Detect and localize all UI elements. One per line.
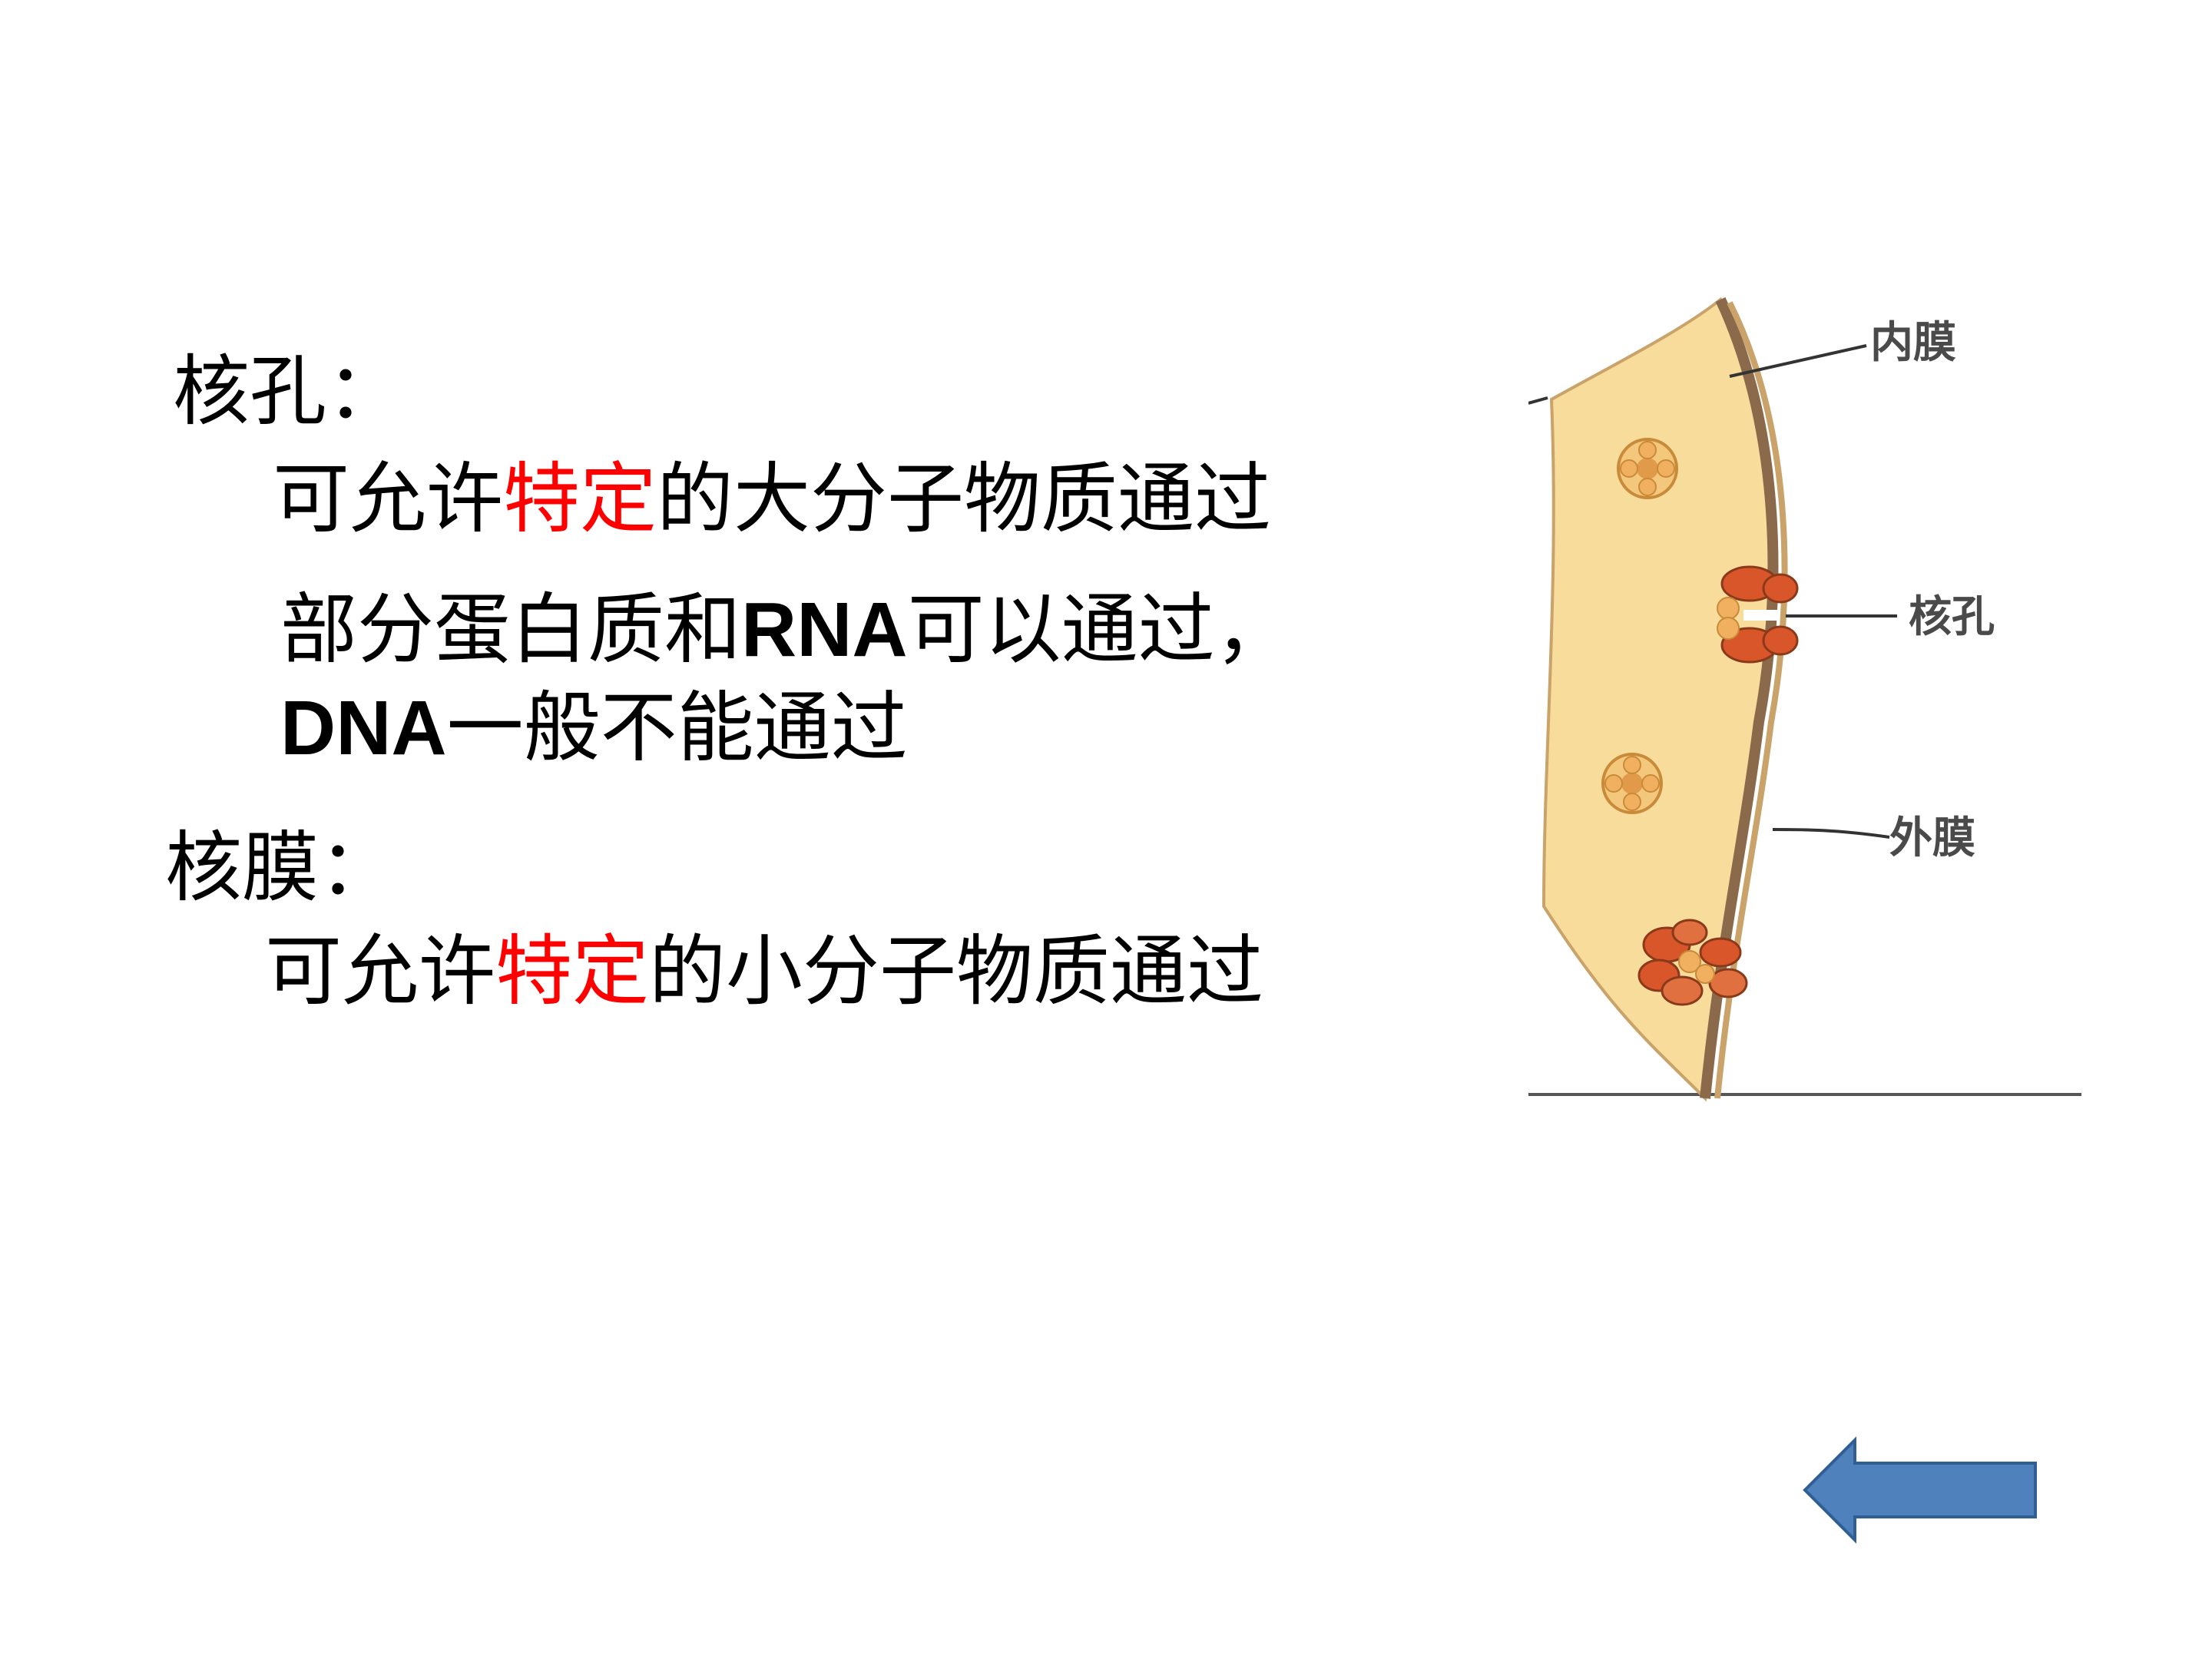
pore-description-line-3: DNA一般不能通过 — [280, 683, 908, 773]
pore-description-line-2: 部分蛋白质和RNA可以通过， — [280, 587, 1292, 673]
pore-line-3-dna: DNA — [280, 685, 447, 771]
pore-line-1-prefix: 可允许 — [273, 454, 503, 544]
membrane-line-1-suffix: 的小分子物质通过 — [649, 926, 1263, 1016]
heading-nuclear-membrane: 核膜： — [165, 823, 396, 912]
pore-rosette-top — [1617, 438, 1678, 499]
inner-membrane-leader-line — [1729, 344, 1867, 378]
pore-line-3-suffix: 一般不能通过 — [446, 683, 908, 773]
left-edge-mark — [1528, 396, 1548, 405]
membrane-line-1-prefix: 可允许 — [265, 926, 495, 1016]
label-inner-membrane: 内膜 — [1870, 318, 1956, 368]
pore-description-line-1: 可允许特定的大分子物质通过 — [273, 457, 1271, 541]
pore-line-2-prefix: 部分蛋白质和 — [280, 584, 741, 674]
left-arrow-icon[interactable] — [1803, 1436, 2037, 1544]
pore-line-2-rna: RNA — [741, 587, 908, 673]
pore-cluster-bottom — [1637, 919, 1748, 1006]
outer-membrane-leader-line — [1772, 828, 1890, 839]
membrane-line-1-highlight: 特定 — [495, 926, 649, 1016]
heading-nuclear-pore: 核孔： — [173, 346, 403, 436]
pore-line-2-suffix: 可以通过， — [907, 584, 1292, 674]
nuclear-envelope-diagram: 内膜 核孔 外膜 — [1528, 296, 2081, 1102]
back-button[interactable] — [1801, 1436, 2039, 1544]
pore-line-1-suffix: 的大分子物质通过 — [657, 454, 1271, 544]
pore-rosette-middle — [1601, 753, 1663, 814]
label-outer-membrane: 外膜 — [1889, 813, 1975, 863]
pore-complex-side — [1717, 565, 1799, 664]
label-nuclear-pore: 核孔 — [1909, 592, 1995, 642]
pore-line-1-highlight: 特定 — [503, 454, 657, 544]
membrane-description-line-1: 可允许特定的小分子物质通过 — [265, 929, 1263, 1014]
